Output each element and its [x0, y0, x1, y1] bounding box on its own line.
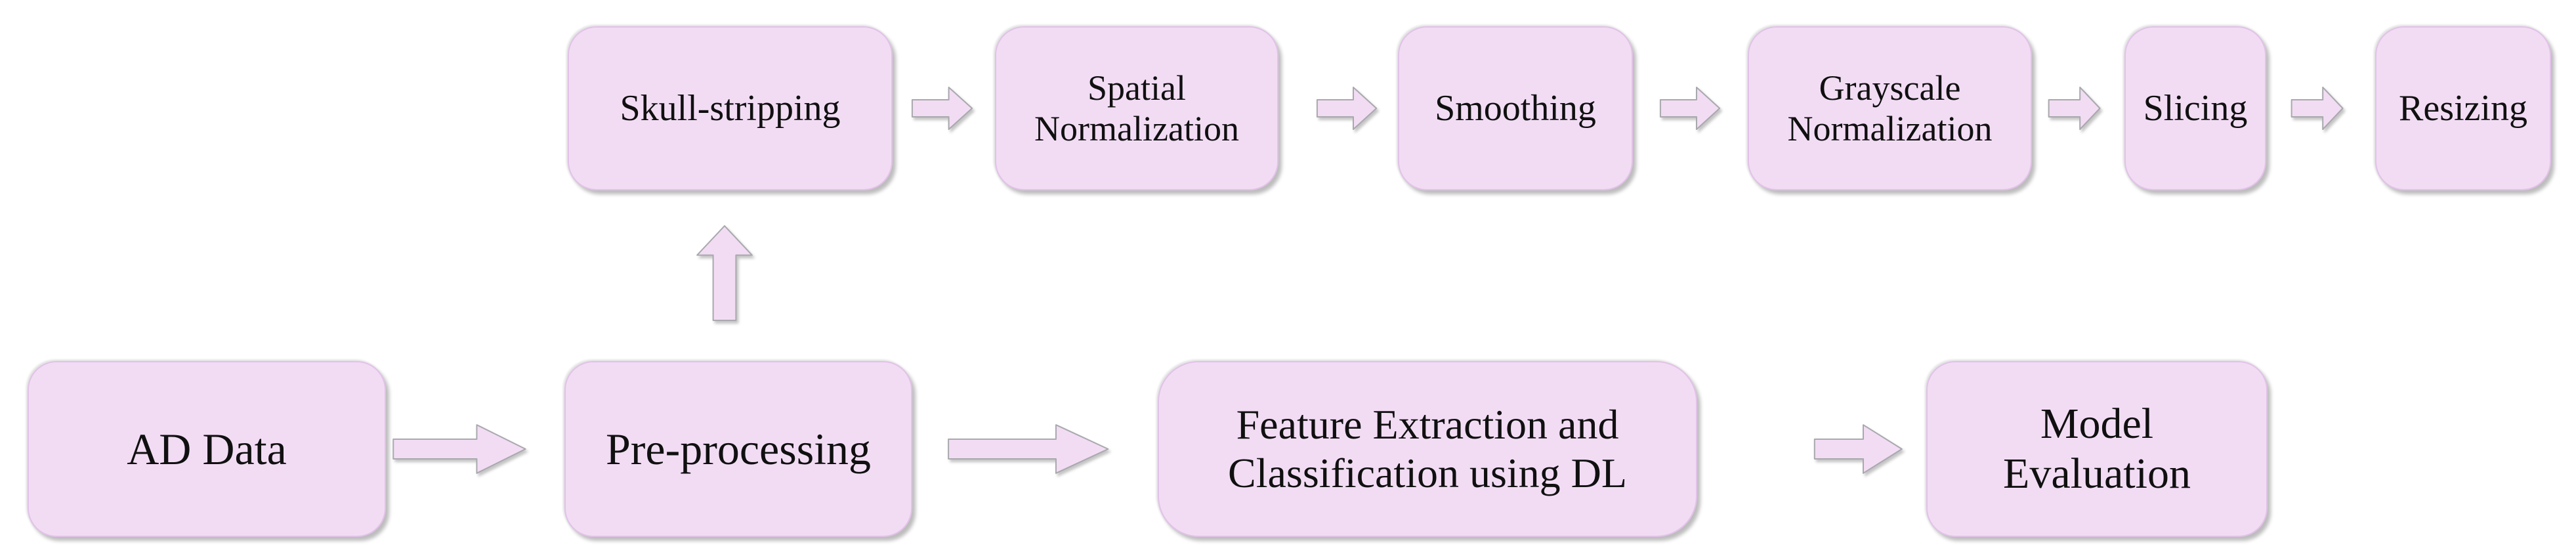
arrow-slicing-to-resizing — [2291, 82, 2344, 135]
node-label: Slicing — [2143, 87, 2248, 129]
node-label: Spatial Normalization — [1034, 68, 1239, 148]
node-feature-extraction-classification: Feature Extraction and Classification us… — [1158, 361, 1697, 537]
arrow-pre-processing-to-feature-extraction — [945, 419, 1113, 479]
node-label: Grayscale Normalization — [1787, 68, 1993, 148]
arrow-ad-data-to-pre-processing — [391, 419, 530, 479]
node-spatial-normalization: Spatial Normalization — [995, 26, 1278, 190]
arrow-feature-extraction-to-model-evaluation — [1813, 419, 1905, 479]
arrow-grayscale-normalization-to-slicing — [2048, 82, 2101, 135]
node-model-evaluation: Model Evaluation — [1926, 361, 2268, 537]
node-pre-processing: Pre-processing — [564, 361, 912, 537]
node-ad-data: AD Data — [28, 361, 386, 537]
node-label: Skull-stripping — [620, 87, 841, 129]
node-grayscale-normalization: Grayscale Normalization — [1748, 26, 2032, 190]
arrow-smoothing-to-grayscale-normalization — [1659, 82, 1721, 135]
node-label: AD Data — [127, 423, 287, 474]
node-label: Pre-processing — [605, 423, 872, 474]
node-label: Model Evaluation — [2003, 400, 2191, 498]
arrow-skull-stripping-to-spatial-normalization — [911, 82, 974, 135]
node-skull-stripping: Skull-stripping — [568, 26, 893, 190]
node-label: Feature Extraction and Classification us… — [1228, 401, 1627, 496]
node-smoothing: Smoothing — [1398, 26, 1633, 190]
node-slicing: Slicing — [2124, 26, 2266, 190]
node-label: Resizing — [2399, 87, 2527, 129]
node-label: Smoothing — [1435, 87, 1596, 129]
arrow-pre-processing-to-skull-stripping — [694, 223, 755, 323]
arrow-spatial-normalization-to-smoothing — [1316, 82, 1378, 135]
node-resizing: Resizing — [2375, 26, 2551, 190]
